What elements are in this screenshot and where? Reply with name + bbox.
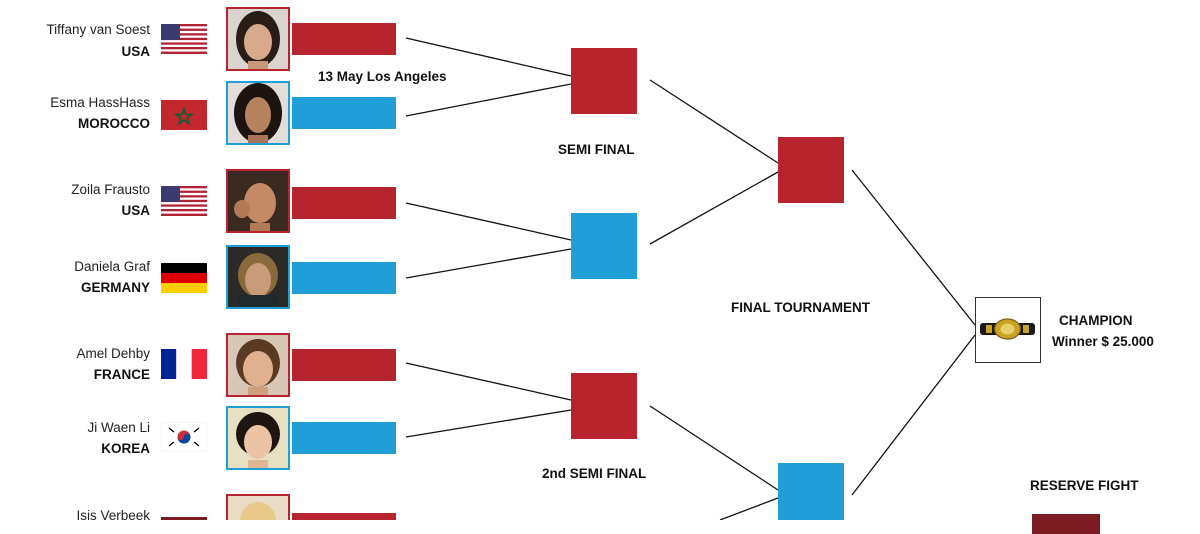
venue-label: 13 May Los Angeles [318,69,447,84]
connector-line [719,497,779,520]
reserve-fight-label: RESERVE FIGHT [1030,478,1139,493]
champion-label: CHAMPION [1059,313,1133,328]
korea-flag-icon [161,422,207,452]
prize-label: Winner $ 25.000 [1052,334,1154,349]
fighter-photo [226,7,290,71]
flag-icon [161,512,207,520]
connector-line [649,405,779,491]
france-flag-icon [161,349,207,379]
connector-line [405,202,572,241]
fighter-country: FRANCE [93,367,150,382]
fighter-name: Isis Verbeek [76,508,150,523]
connector-line [851,334,976,496]
connector-line [649,171,779,245]
usa-flag-icon [161,24,207,54]
fighter-photo [226,245,290,309]
connector-line [851,169,976,326]
fighter-bar [292,349,396,381]
fighter-bar [292,422,396,454]
fighter-bar [292,262,396,294]
fighter-photo [226,406,290,470]
semi-final-box [571,373,637,439]
connector-line [405,409,572,438]
connector-line [405,362,572,401]
championship-belt-icon [980,318,1035,340]
fighter-country: GERMANY [80,280,150,295]
second-semi-final-label: 2nd SEMI FINAL [542,466,647,481]
fighter-country: USA [121,44,150,59]
connector-line [405,37,572,77]
fighter-name: Ji Waen Li [87,420,150,435]
fighter-bar [292,513,396,520]
fighter-photo [226,333,290,397]
final-box [778,463,844,520]
connector-line [405,248,572,279]
germany-flag-icon [161,263,207,293]
fighter-photo [226,81,290,145]
fighter-bar [292,23,396,55]
connector-line [649,79,779,164]
fighter-country: MOROCCO [78,116,150,131]
fighter-name: Amel Dehby [76,346,150,361]
champion-box [975,297,1041,363]
fighter-bar [292,187,396,219]
fighter-name: Daniela Graf [74,259,150,274]
semi-final-label: SEMI FINAL [558,142,635,157]
fighter-country: USA [121,203,150,218]
fighter-photo [226,169,290,233]
fighter-name: Esma HassHass [50,95,150,110]
reserve-fighter-photo [1032,514,1100,534]
usa-flag-icon [161,186,207,216]
final-box [778,137,844,203]
fighter-bar [292,97,396,129]
fighter-photo [226,494,290,520]
fighter-country: KOREA [101,441,150,456]
semi-final-box [571,213,637,279]
fighter-name: Zoila Frausto [71,182,150,197]
morocco-flag-icon [161,100,207,130]
final-tournament-label: FINAL TOURNAMENT [731,300,870,315]
fighter-name: Tiffany van Soest [46,22,150,37]
bracket-lines [405,37,976,520]
connector-line [405,83,572,117]
semi-final-box [571,48,637,114]
